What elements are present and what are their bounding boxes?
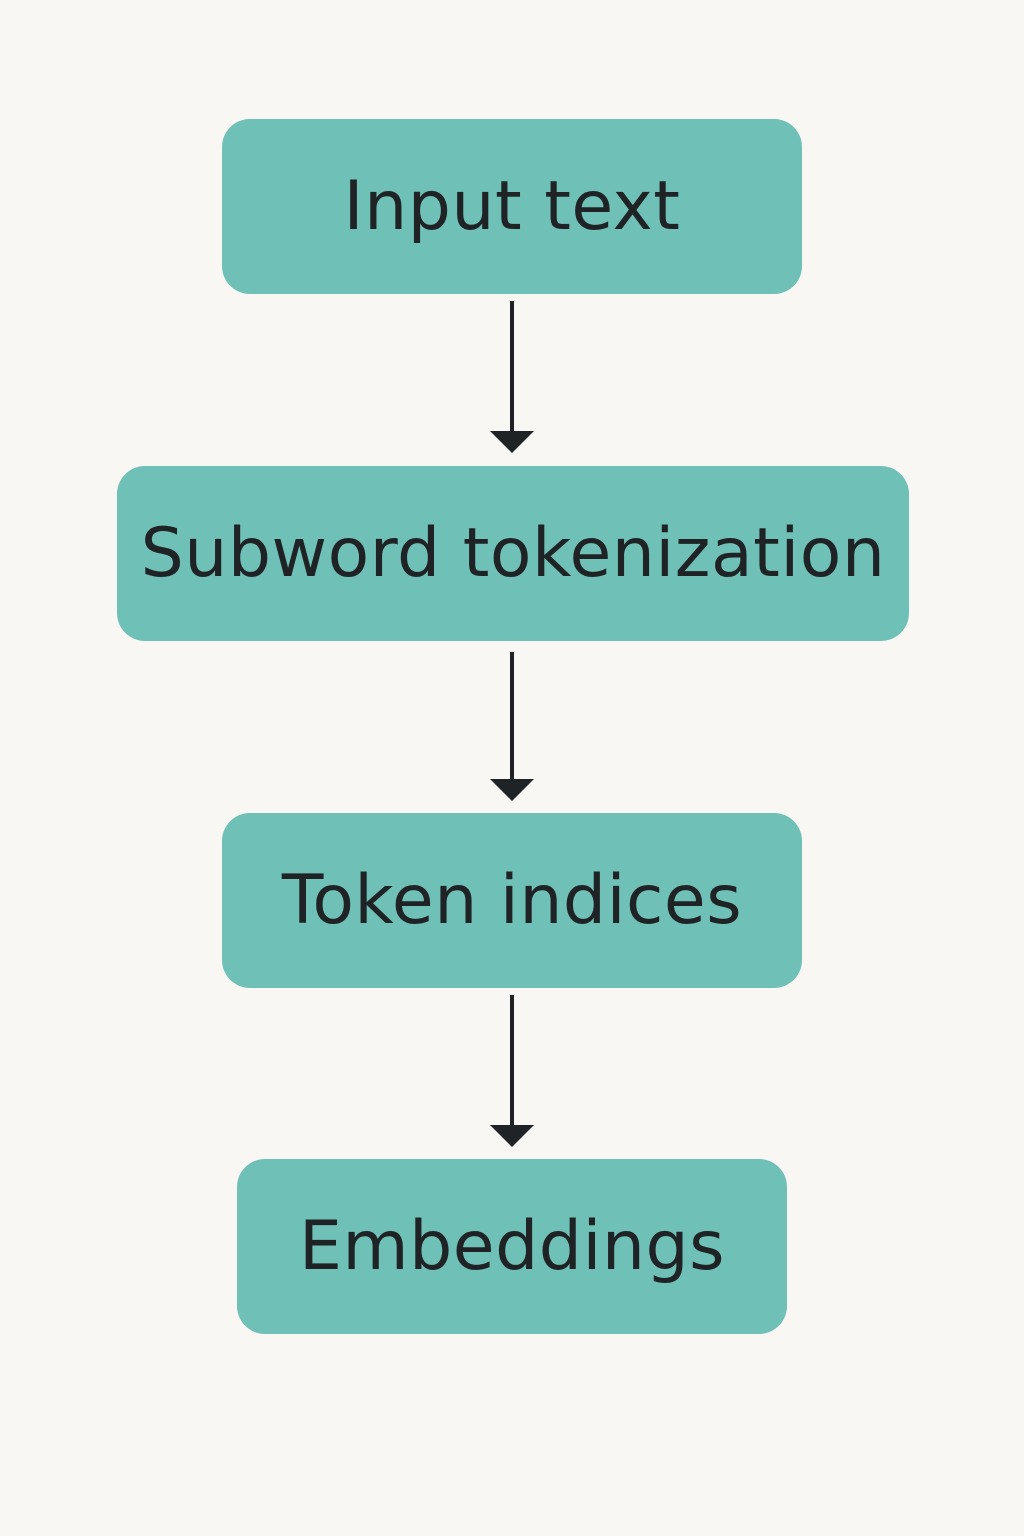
node-label: Input text bbox=[343, 167, 681, 246]
arrow-input-to-subword bbox=[490, 301, 534, 453]
arrow-indices-to-embeddings bbox=[490, 995, 534, 1147]
node-embeddings: Embeddings bbox=[237, 1159, 787, 1334]
node-label: Embeddings bbox=[298, 1207, 726, 1286]
node-token-indices: Token indices bbox=[222, 813, 802, 988]
node-label: Token indices bbox=[281, 861, 743, 940]
node-label: Subword tokenization bbox=[140, 514, 886, 593]
arrow-subword-to-indices bbox=[490, 652, 534, 801]
node-subword-tokenization: Subword tokenization bbox=[117, 466, 909, 641]
node-input-text: Input text bbox=[222, 119, 802, 294]
